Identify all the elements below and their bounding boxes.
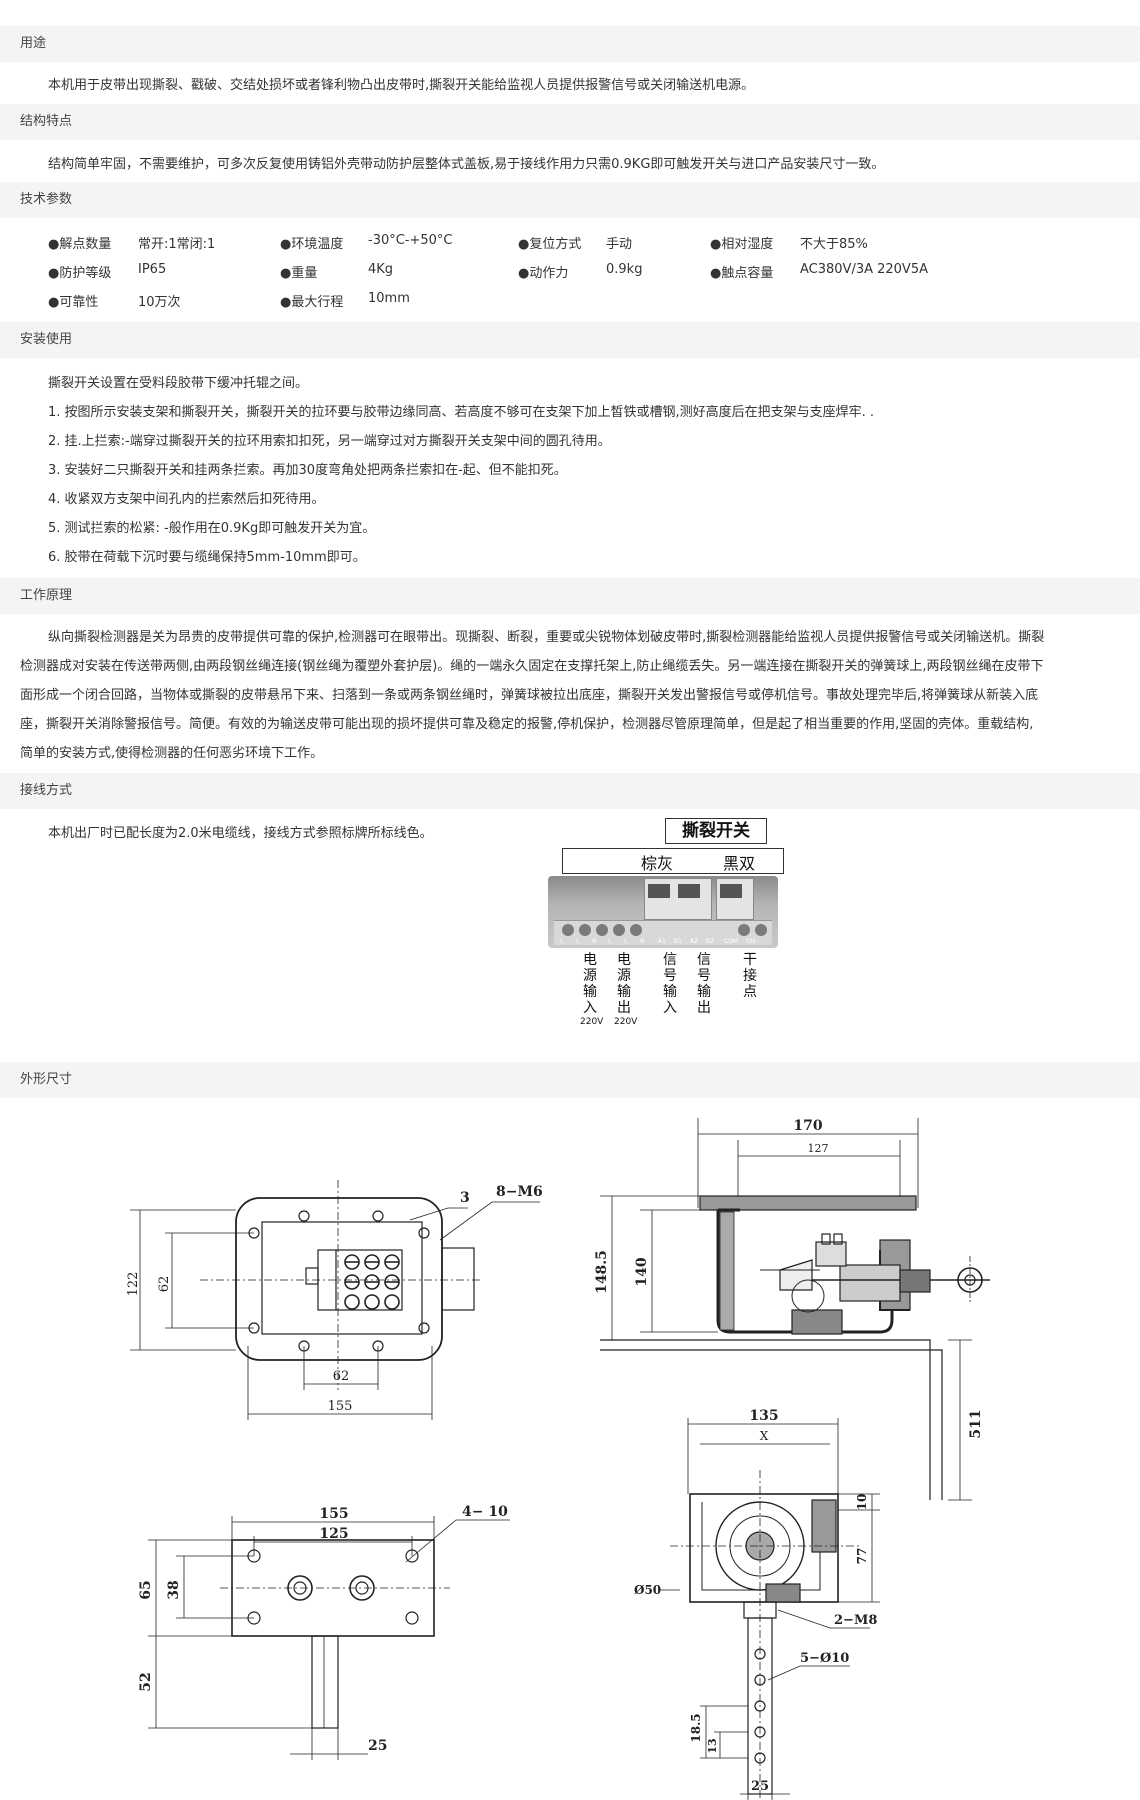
param-value: 4Kg <box>368 262 394 277</box>
screw-icon <box>613 924 625 936</box>
color-strip: 棕灰 黑双 <box>562 848 784 874</box>
dim-fr-10: 10 <box>855 1494 869 1511</box>
section-header-principle: 工作原理 <box>0 578 1140 614</box>
dim-top-62h: 62 <box>333 1369 350 1384</box>
color-black-double: 黑双 <box>723 854 756 873</box>
terminal-label-signal-in: 信号输入 <box>663 952 677 1016</box>
install-step: 3. 安装好二只撕裂开关和挂两条拦索。再加30度弯角处把两条拦索扣在-起、但不能… <box>48 463 567 478</box>
dim-fr-77: 77 <box>855 1548 869 1565</box>
principle-line: 检测器成对安装在传送带两侧,由两段钢丝绳连接(钢丝绳为覆塑外套护层)。绳的一端永… <box>20 659 1044 674</box>
param-label: ●触点容量 <box>710 266 774 281</box>
section-header-params: 技术参数 <box>0 182 1140 218</box>
section-header-usage: 用途 <box>0 26 1140 62</box>
dimension-drawings: 122 62 62 155 3 8−M6 170 127 <box>126 1118 990 1800</box>
install-intro: 撕裂开关设置在受料段胶带下缓冲托辊之间。 <box>48 376 309 391</box>
param-label: ●解点数量 <box>48 237 112 252</box>
install-step: 6. 胶带在荷载下沉时要与缆绳保持5mm-10mm即可。 <box>48 550 366 565</box>
dim-br-125: 125 <box>319 1526 348 1542</box>
terminal-label-power-in: 电源输入 220V <box>580 952 604 1027</box>
param-value: 10mm <box>368 291 410 306</box>
dim-fr-18-5: 18.5 <box>689 1713 703 1742</box>
section-header-install: 安装使用 <box>0 322 1140 358</box>
dim-top-122: 122 <box>126 1272 141 1297</box>
dim-top-155: 155 <box>328 1399 353 1414</box>
dim-fr-phi50: Ø50 <box>634 1583 661 1597</box>
param-label: ●重量 <box>280 266 318 281</box>
param-value: 不大于85% <box>800 237 868 252</box>
section-header-wiring: 接线方式 <box>0 773 1140 809</box>
section-header-structure: 结构特点 <box>0 104 1140 140</box>
screw-icon <box>562 924 574 936</box>
param-value: 常开:1常闭:1 <box>138 237 216 252</box>
top-view: 122 62 62 155 3 8−M6 <box>126 1180 543 1420</box>
dim-br-155: 155 <box>319 1506 348 1522</box>
side-section-view: 170 127 148.5 <box>594 1118 990 1501</box>
param-label: ●环境温度 <box>280 237 344 252</box>
param-label: ●防护等级 <box>48 266 112 281</box>
section-header-dimensions: 外形尺寸 <box>0 1062 1140 1098</box>
panel-title: 撕裂开关 <box>665 818 767 844</box>
screw-icon <box>755 924 767 936</box>
color-brown-grey: 棕灰 <box>641 854 674 873</box>
structure-text: 结构简单牢固，不需要维护，可多次反复使用铸铝外壳带动防护层整体式盖板,易于接线作… <box>48 157 885 172</box>
dim-fr-2m8: 2−M8 <box>834 1613 877 1628</box>
install-step: 2. 挂.上拦索:-端穿过撕裂开关的拉环用索扣扣死，另一端穿过对方撕裂开关支架中… <box>48 434 611 449</box>
param-label: ●复位方式 <box>518 237 582 252</box>
principle-line: 纵向撕裂检测器是关为昂贵的皮带提供可靠的保护,检测器可在眼带出。现撕裂、断裂，重… <box>48 630 1045 645</box>
dim-side-170: 170 <box>793 1118 822 1134</box>
dim-side-511: 511 <box>968 1409 984 1438</box>
wiring-diagram: 撕裂开关 棕灰 黑双 L L N L L N <box>540 818 800 1058</box>
screw-icon <box>579 924 591 936</box>
usage-text: 本机用于皮带出现撕裂、戳破、交结处损坏或者锋利物凸出皮带时,撕裂开关能给监视人员… <box>48 78 755 93</box>
dim-side-127: 127 <box>808 1142 829 1155</box>
param-label: ●动作力 <box>518 266 569 281</box>
wiring-text: 本机出厂时已配长度为2.0米电缆线，接线方式参照标牌所标线色。 <box>48 826 433 841</box>
terminal-label-signal-out: 信号输出 <box>697 952 711 1016</box>
screw-icon <box>738 924 750 936</box>
param-label: ●最大行程 <box>280 295 344 310</box>
param-value: -30°C-+50°C <box>368 233 453 248</box>
param-value: 0.9kg <box>606 262 643 277</box>
principle-line: 简单的安装方式,使得检测器的任何恶劣环境下工作。 <box>20 746 324 761</box>
param-value: IP65 <box>138 262 167 277</box>
param-value: 手动 <box>606 237 633 252</box>
dim-top-m6: 8−M6 <box>496 1184 543 1200</box>
dim-fr-25: 25 <box>751 1779 769 1794</box>
screw-icon <box>630 924 642 936</box>
dim-fr-13: 13 <box>706 1738 719 1753</box>
param-value: 10万次 <box>138 295 181 310</box>
screw-icon <box>596 924 608 936</box>
param-label: ●可靠性 <box>48 295 99 310</box>
install-step: 1. 按图所示安装支架和撕裂开关，撕裂开关的拉环要与胶带边缘同高、若高度不够可在… <box>48 405 875 420</box>
install-step: 5. 测试拦索的松紧: -般作用在0.9Kg即可触发开关为宜。 <box>48 521 376 536</box>
dim-br-25: 25 <box>368 1738 387 1754</box>
dim-br-52: 52 <box>138 1672 154 1691</box>
terminal-label-dry-contact: 干接点 <box>743 952 757 1000</box>
dim-fr-135: 135 <box>749 1408 778 1424</box>
dim-br-4-10: 4− 10 <box>462 1504 508 1520</box>
param-label: ●相对湿度 <box>710 237 774 252</box>
dim-top-3: 3 <box>460 1190 470 1206</box>
front-view: 135 X 10 77 Ø50 2−M8 <box>634 1408 880 1800</box>
dim-side-148-5: 148.5 <box>594 1250 610 1294</box>
dim-fr-x: X <box>760 1429 769 1443</box>
install-step: 4. 收紧双方支架中间孔内的拦索然后扣死待用。 <box>48 492 325 507</box>
bracket-plate-view: 155 125 65 38 52 25 4− 10 <box>138 1504 510 1760</box>
param-value: AC380V/3A 220V5A <box>800 262 928 277</box>
dim-side-140: 140 <box>634 1257 650 1286</box>
dim-top-62v: 62 <box>157 1276 172 1293</box>
principle-line: 面形成一个闭合回路，当物体或撕裂的皮带悬吊下来、扫落到一条或两条钢丝绳时，弹簧球… <box>20 688 1039 703</box>
terminal-label-power-out: 电源输出 220V <box>614 952 638 1027</box>
terminal-block: L L N L L N A1 B1 A2 B2 COM ON <box>548 876 778 948</box>
dim-fr-5phi10: 5−Ø10 <box>800 1651 849 1666</box>
dim-br-65: 65 <box>138 1580 154 1599</box>
principle-line: 座，撕裂开关消除警报信号。简便。有效的为输送皮带可能出现的损坏提供可靠及稳定的报… <box>20 717 1034 732</box>
dim-br-38: 38 <box>166 1580 182 1599</box>
